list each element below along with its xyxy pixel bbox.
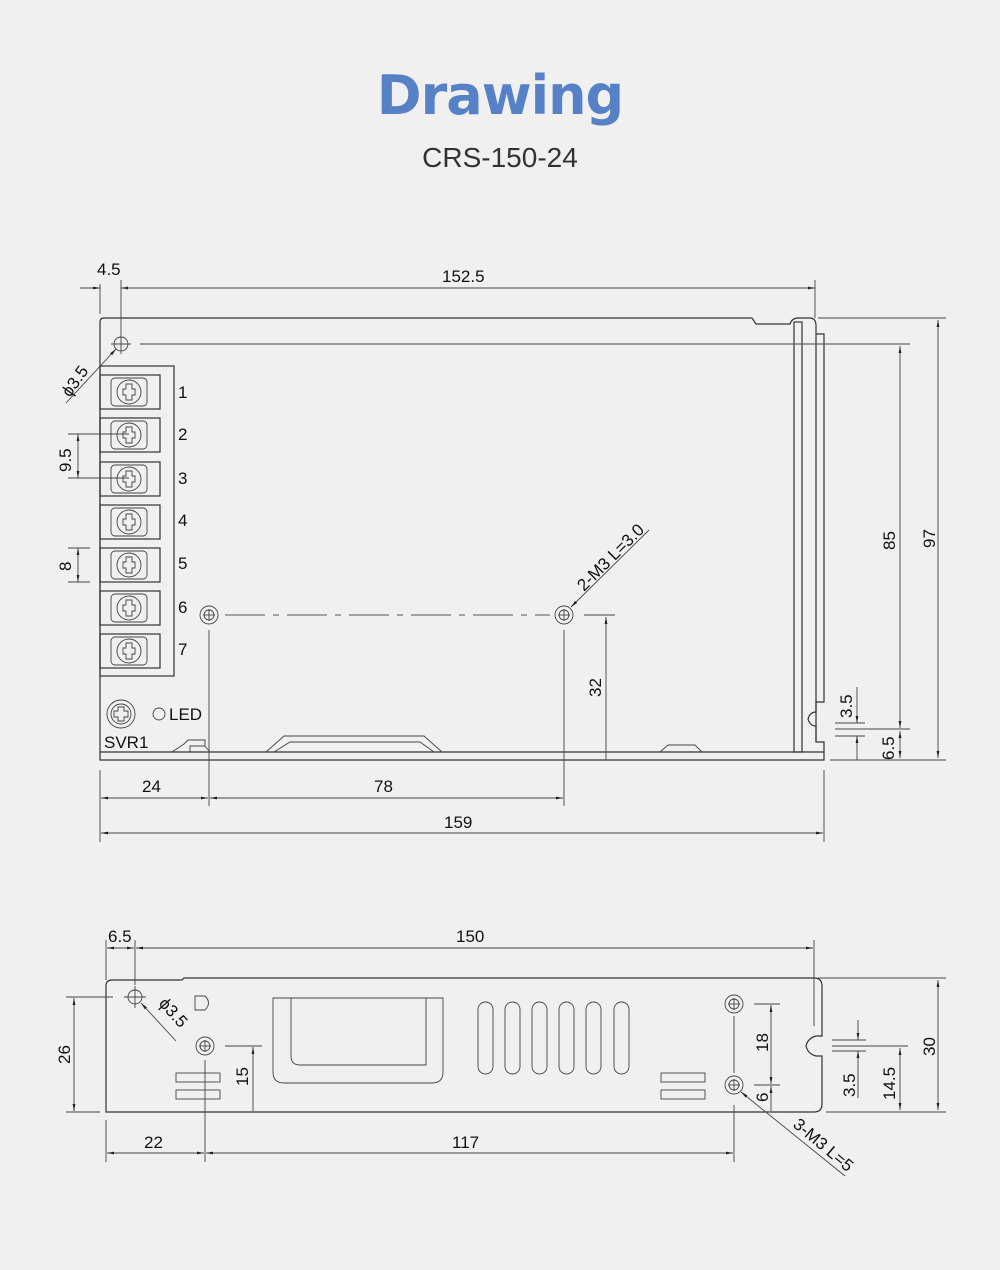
threaded-hole-icon: [554, 605, 574, 625]
dim-8: 8: [56, 562, 75, 571]
svr-label: SVR1: [104, 733, 148, 752]
dim-152-5: 152.5: [442, 267, 485, 286]
terminal-label-2: 2: [178, 425, 187, 444]
dim-30: 30: [920, 1037, 939, 1056]
dim-22: 22: [144, 1133, 163, 1152]
dim-6: 6: [753, 1093, 772, 1102]
threaded-hole-icon: [199, 605, 219, 625]
threaded-hole-icon: [724, 994, 744, 1014]
terminal-label-3: 3: [178, 469, 187, 488]
dim-3-5: 3.5: [840, 1073, 859, 1097]
threaded-hole-icon: [195, 1036, 215, 1056]
svr-potentiometer-icon: [106, 699, 136, 729]
dim-150: 150: [456, 927, 484, 946]
dim-hole-dia: ϕ3.5: [58, 362, 93, 400]
model-number: CRS-150-24: [422, 142, 578, 173]
dim-117: 117: [452, 1133, 479, 1152]
dim-26: 26: [55, 1045, 74, 1064]
page-title: Drawing: [376, 64, 624, 127]
terminal-label-5: 5: [178, 554, 187, 573]
terminal-label-6: 6: [178, 598, 187, 617]
dim-85: 85: [880, 531, 899, 550]
dim-24: 24: [142, 777, 161, 796]
terminal-block: [99, 374, 161, 669]
dim-4-5: 4.5: [97, 260, 121, 279]
dim-6-5: 6.5: [879, 736, 898, 760]
handle-cutout: [272, 997, 444, 1084]
led-label: LED: [169, 705, 202, 724]
mount-hole-icon: [124, 986, 146, 1008]
vent-slots: [477, 1001, 630, 1075]
dim-6-5: 6.5: [108, 927, 132, 946]
dim-78: 78: [374, 777, 393, 796]
dim-mount-thread: 3-M3 L=5: [789, 1115, 857, 1176]
dim-mount-thread: 2-M3 L=3.0: [573, 520, 648, 595]
dim-18: 18: [753, 1033, 772, 1052]
dim-159: 159: [444, 813, 472, 832]
dim-97: 97: [920, 529, 939, 548]
dim-hole-dia: ϕ3.5: [155, 994, 191, 1031]
terminal-label-1: 1: [178, 383, 187, 402]
threaded-hole-icon: [724, 1075, 744, 1095]
dim-32: 32: [586, 678, 605, 697]
dim-3-5: 3.5: [837, 694, 856, 718]
terminal-label-7: 7: [178, 640, 187, 659]
dim-9-5: 9.5: [56, 448, 75, 472]
led-indicator-icon: [152, 707, 166, 721]
d-marking-icon: [194, 995, 209, 1011]
top-view: 1 2 3 4 5 6 7 SVR1 LED: [56, 260, 946, 842]
terminal-label-4: 4: [178, 511, 187, 530]
dim-14-5: 14.5: [880, 1067, 899, 1100]
side-view: 6.5 150 ϕ3.5 26 15 18 6 3-M3 L=5 30 3.5: [55, 927, 946, 1177]
dim-15: 15: [233, 1067, 252, 1086]
